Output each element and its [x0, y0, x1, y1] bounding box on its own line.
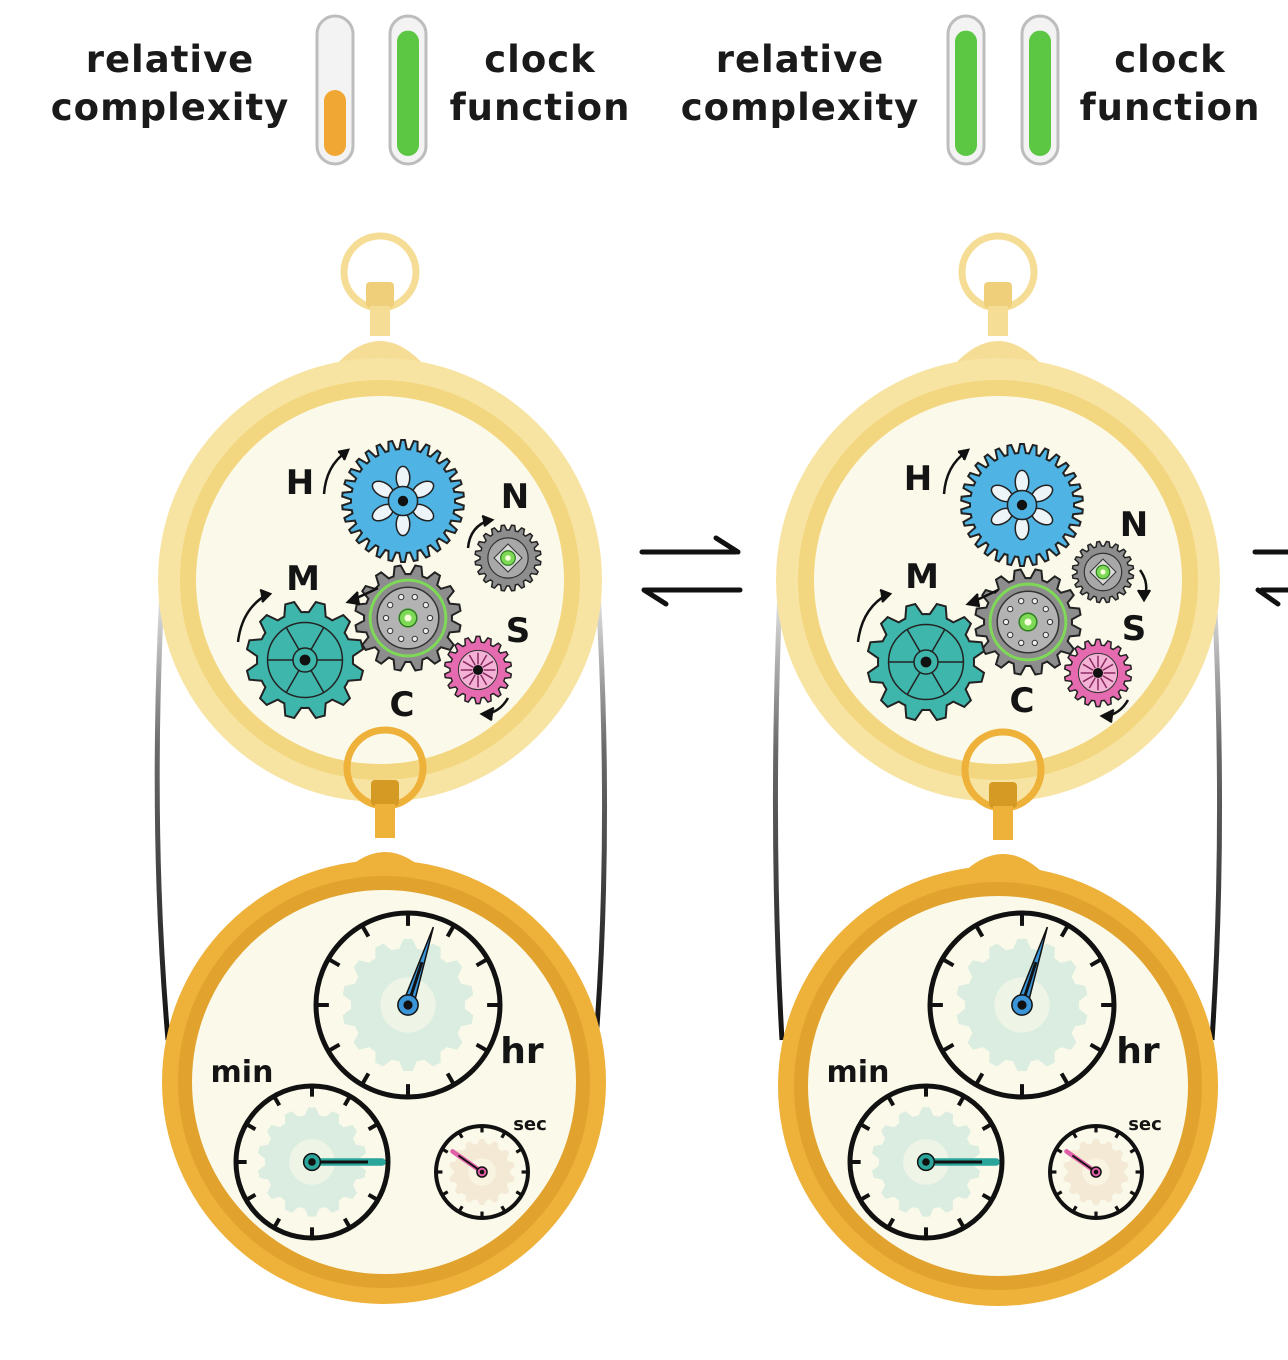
strap — [154, 589, 608, 1041]
minute-dial — [233, 1083, 391, 1241]
complexity-meter-fill — [324, 90, 346, 156]
complexity-label-line2: complexity — [51, 86, 290, 129]
gear-label-s: S — [506, 611, 531, 651]
gear-label-h: H — [286, 463, 314, 503]
top-bow — [335, 232, 425, 366]
function-label-line1: clock — [1114, 38, 1226, 81]
second-dial — [434, 1124, 530, 1220]
dial-label-min: min — [211, 1055, 274, 1090]
gear-label-s: S — [1122, 609, 1147, 649]
gear-s — [443, 635, 513, 705]
complexity-meter — [315, 14, 355, 166]
legend-right: relative complexity clock function — [681, 14, 1261, 166]
top-bow — [953, 232, 1043, 366]
gear-label-h: H — [904, 459, 932, 499]
complexity-meter — [946, 14, 986, 166]
gear-n — [474, 524, 542, 592]
gear-h — [960, 443, 1084, 567]
legend-left: relative complexity clock function — [51, 14, 631, 166]
gear-label-m: M — [286, 559, 320, 599]
strap — [772, 589, 1223, 1041]
hour-dial — [313, 910, 503, 1100]
rotation-arrow-icon — [236, 448, 510, 722]
gear-c — [974, 568, 1082, 676]
function-label-line1: clock — [484, 38, 596, 81]
dial-label-min: min — [827, 1055, 890, 1090]
second-dial — [1048, 1124, 1144, 1220]
gear-m — [866, 602, 986, 722]
dial-label-hr: hr — [1116, 1031, 1160, 1072]
gear-n — [1071, 540, 1135, 604]
hour-dial — [927, 910, 1117, 1100]
equilibrium-arrows-icon — [639, 535, 743, 607]
gear-label-m: M — [905, 557, 939, 597]
gear-c — [354, 564, 462, 672]
function-label-line2: function — [450, 86, 631, 129]
function-meter-fill — [1029, 30, 1051, 157]
clock-right: H N M S C hr min sec — [772, 232, 1223, 1306]
dial-label-sec: sec — [1128, 1114, 1162, 1135]
equilibrium-arrows-icon — [1252, 549, 1288, 607]
gear-label-n: N — [1120, 505, 1148, 545]
complexity-label-line2: complexity — [681, 86, 920, 129]
clock-left: H N M S C hr min sec — [154, 232, 608, 1304]
gear-label-c: C — [390, 685, 415, 725]
gear-label-n: N — [501, 477, 529, 517]
dial-label-hr: hr — [500, 1031, 544, 1072]
gear-label-c: C — [1010, 681, 1035, 721]
complexity-label-line1: relative — [716, 38, 885, 81]
gear-s — [1063, 638, 1133, 708]
function-meter — [1020, 14, 1060, 166]
function-meter — [388, 14, 428, 166]
function-label-line2: function — [1080, 86, 1261, 129]
complexity-label-line1: relative — [86, 38, 255, 81]
complexity-meter-fill — [955, 30, 977, 157]
rotation-arrow-icon — [856, 448, 1152, 724]
dial-label-sec: sec — [513, 1114, 547, 1135]
gear-h — [341, 439, 465, 563]
minute-dial — [847, 1083, 1005, 1241]
function-meter-fill — [397, 30, 419, 157]
gear-m — [245, 600, 365, 720]
